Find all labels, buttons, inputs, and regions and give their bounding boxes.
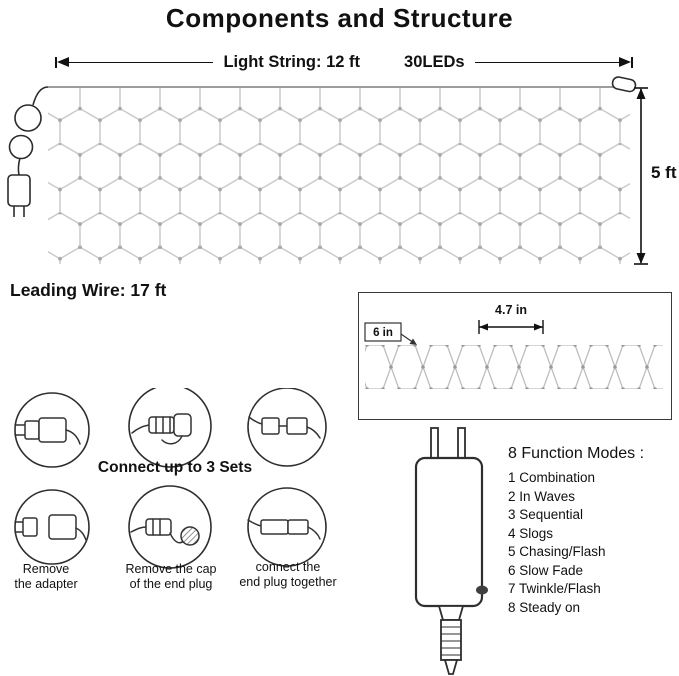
- cell-height-dimension: 6 in: [364, 322, 417, 345]
- mode-item: 2 In Waves: [508, 488, 576, 504]
- step-circle-capped-plug: [128, 388, 212, 468]
- light-string-length-label: Light String: 12 ft: [223, 52, 361, 71]
- step-circle-two-connectors: [247, 388, 327, 467]
- adapter-removed-icon: [14, 514, 87, 541]
- mode-item: 5 Chasing/Flash: [508, 544, 606, 559]
- connector-neck: [437, 605, 465, 621]
- adapter-plug-icon: [14, 417, 81, 445]
- step-circle-adapter-attached: [14, 392, 90, 468]
- step-caption-remove-cap: Remove the cap of the end plug: [125, 562, 217, 591]
- connector-threads: [440, 619, 462, 661]
- arrowhead-right-icon: [619, 57, 632, 67]
- leading-wire-label: Leading Wire: 17 ft: [10, 280, 167, 300]
- connect-heading: Connect up to 3 Sets: [97, 459, 253, 476]
- adapter-body: [414, 456, 484, 608]
- arrowhead-left-icon: [57, 57, 69, 67]
- mesh-strip: [365, 345, 663, 389]
- plug-prong-icon: [457, 427, 466, 459]
- step-circle-plugs-joined: [247, 487, 327, 567]
- wire-coil-icon: [8, 86, 49, 176]
- dimension-line: [69, 61, 214, 63]
- step-caption-remove-adapter: Remove the adapter: [14, 562, 78, 591]
- mode-item: 7 Twinkle/Flash: [508, 581, 601, 596]
- mode-button-icon: [476, 585, 488, 595]
- step-circle-adapter-removed: [14, 489, 90, 565]
- height-dimension-arrow: [634, 87, 648, 265]
- mesh-detail-illustration: 4.7 in 6 in: [364, 303, 663, 389]
- end-plug-icon: [611, 76, 637, 93]
- mesh-detail-box: 4.7 in 6 in: [358, 292, 672, 420]
- mode-item: 4 Slogs: [508, 525, 554, 541]
- function-modes-panel: 8 Function Modes : 1 Combination 2 In Wa…: [508, 445, 676, 617]
- adapter-illustration: [414, 427, 488, 675]
- led-count-label: 30LEDs: [404, 52, 465, 71]
- connection-steps-illustration: [14, 388, 327, 569]
- dimension-tick: [55, 56, 57, 68]
- step-circle-cap-removed: [128, 485, 212, 569]
- page-title: Components and Structure: [165, 3, 514, 33]
- net-height-label: 5 ft: [651, 163, 677, 182]
- cap-removed-icon: [130, 518, 200, 546]
- power-plug-icon: [7, 174, 31, 217]
- mesh-cell-height-label: 6 in: [373, 327, 393, 339]
- mesh-spacing-label: 4.7 in: [495, 303, 527, 317]
- net-illustration: [7, 76, 648, 265]
- step-caption-connect-plugs: connect the end plug together: [239, 560, 337, 589]
- plugs-connected-icon: [247, 519, 321, 540]
- connector-tip: [443, 659, 459, 675]
- mode-item: 1 Combination: [508, 470, 596, 485]
- spacing-dimension-arrow: 4.7 in: [478, 303, 544, 334]
- end-plug-cap-icon: [131, 413, 192, 445]
- net-mesh: [48, 86, 630, 264]
- plug-prong-icon: [430, 427, 439, 459]
- mode-item: 3 Sequential: [508, 507, 584, 522]
- mode-item: 8 Steady on: [508, 599, 581, 615]
- modes-heading: 8 Function Modes :: [508, 445, 645, 462]
- light-string-dimension-arrow: Light String: 12 ft 30LEDs: [55, 52, 634, 71]
- dimension-line: [474, 61, 620, 63]
- two-connectors-icon: [248, 416, 321, 439]
- dimension-tick: [631, 56, 634, 68]
- mode-item: 6 Slow Fade: [508, 562, 584, 578]
